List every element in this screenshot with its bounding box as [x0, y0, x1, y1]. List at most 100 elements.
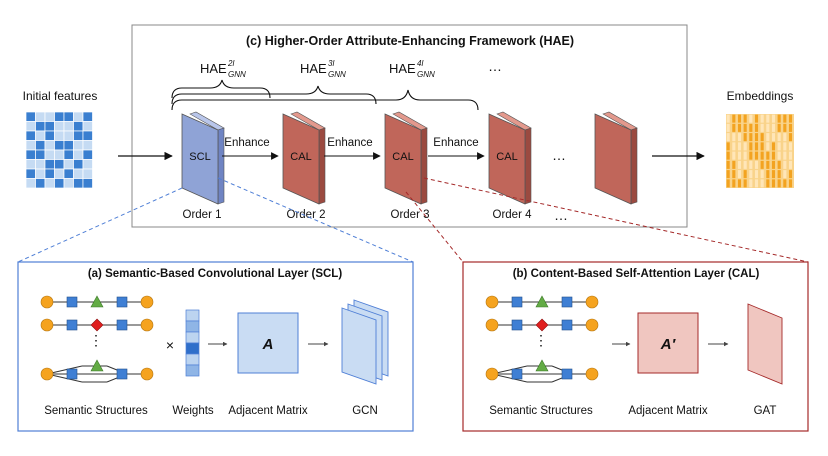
bottom-ellipsis: …: [554, 207, 568, 223]
embedding-cell: [777, 151, 781, 160]
scl-zoom-line-left: [17, 187, 183, 263]
embedding-cell: [766, 114, 770, 123]
feature-cell: [25, 140, 36, 151]
embedding-cell: [760, 179, 764, 188]
embeddings-label: Embeddings: [727, 89, 794, 103]
embedding-cell: [737, 160, 742, 169]
graph-node-circle: [585, 295, 599, 309]
embedding-cell: [743, 170, 747, 179]
feature-cell: [35, 178, 46, 189]
graph-node-square: [66, 319, 78, 331]
embedding-cell: [737, 170, 742, 179]
graph-node-circle: [140, 318, 154, 332]
embedding-cell: [771, 170, 776, 179]
embedding-cell: [766, 179, 770, 188]
embedding-cell: [732, 170, 736, 179]
cal-caption-gat: GAT: [754, 405, 777, 417]
svg-text:2l: 2l: [227, 59, 234, 68]
cal-semantic-structures: [485, 295, 599, 383]
embedding-cell: [732, 133, 736, 142]
cal-caption-semantic-structures: Semantic Structures: [489, 405, 593, 417]
hae-label-1: HAE 2l GNN: [200, 59, 246, 79]
feature-cell: [63, 130, 74, 141]
embedding-cell: [749, 170, 753, 179]
graph-node-circle: [40, 318, 54, 332]
embedding-cell: [783, 151, 787, 160]
embedding-cell: [726, 123, 730, 132]
graph-node-square: [511, 296, 523, 308]
embedding-cell: [777, 114, 781, 123]
scl-caption-gcn: GCN: [352, 405, 378, 417]
feature-cell: [54, 168, 65, 179]
embedding-cell: [777, 133, 781, 142]
embedding-cell: [771, 123, 776, 132]
embedding-cell: [749, 114, 753, 123]
embedding-cell: [732, 160, 736, 169]
embedding-cell: [732, 114, 736, 123]
embedding-cell: [760, 133, 764, 142]
brace-4l: [171, 89, 479, 111]
top-ellipsis: …: [488, 58, 502, 74]
embedding-cell: [771, 160, 776, 169]
embedding-cell: [749, 160, 753, 169]
embedding-cell: [737, 151, 742, 160]
order-4-label: Order 4: [493, 209, 533, 221]
feature-cell: [63, 159, 74, 170]
graph-node-circle: [140, 367, 154, 381]
graph-node-square: [66, 296, 78, 308]
embedding-cell: [777, 170, 781, 179]
cal-caption-adjacent-matrix: Adjacent Matrix: [628, 405, 708, 417]
embedding-cell: [737, 123, 742, 132]
enhance-arrow-2: Enhance: [324, 137, 381, 160]
embedding-cell: [754, 123, 759, 132]
embedding-cell: [760, 160, 764, 169]
embedding-cell: [788, 160, 793, 169]
graph-node-square: [116, 319, 128, 331]
svg-text:CAL: CAL: [392, 151, 413, 163]
feature-cell: [35, 168, 46, 179]
hae-framework-box: [131, 24, 688, 228]
embedding-cell: [760, 142, 764, 151]
embedding-cell: [726, 114, 730, 123]
feature-cell: [54, 130, 65, 141]
cal-zoom-line-right: [423, 177, 809, 263]
embedding-cell: [771, 114, 776, 123]
weights-vector: [185, 309, 200, 377]
feature-cell: [82, 140, 93, 151]
feature-cell: [54, 149, 65, 160]
layer-cal-order-2: CAL: [282, 111, 326, 205]
layer-scl-order-1: SCL: [181, 111, 225, 205]
scl-semantic-structures: [40, 295, 154, 383]
embedding-cell: [743, 123, 747, 132]
feature-cell: [63, 178, 74, 189]
embedding-cell: [788, 179, 793, 188]
svg-text:4l: 4l: [417, 59, 423, 68]
svg-text:SCL: SCL: [189, 151, 210, 163]
embedding-cell: [777, 123, 781, 132]
feature-cell: [73, 149, 84, 160]
hae-label-3: HAE 4l GNN: [389, 59, 435, 79]
embedding-cell: [743, 114, 747, 123]
svg-text:GNN: GNN: [228, 70, 246, 79]
scl-panel: [17, 261, 414, 432]
hae-framework-title: (c) Higher-Order Attribute-Enhancing Fra…: [246, 34, 574, 48]
embedding-cell: [788, 133, 793, 142]
embedding-cell: [737, 133, 742, 142]
feature-cell: [44, 159, 55, 170]
graph-node-square: [116, 368, 128, 380]
embedding-cell: [754, 170, 759, 179]
feature-cell: [44, 168, 55, 179]
svg-text:HAE: HAE: [389, 61, 416, 76]
feature-cell: [73, 121, 84, 132]
embedding-cell: [766, 170, 770, 179]
feature-cell: [82, 159, 93, 170]
embedding-cell: [726, 170, 730, 179]
feature-cell: [73, 111, 84, 122]
graph-node-square: [116, 296, 128, 308]
embedding-cell: [783, 160, 787, 169]
feature-cell: [44, 121, 55, 132]
embedding-cell: [726, 142, 730, 151]
cal-vdots: ⋮: [534, 332, 548, 348]
feature-cell: [63, 149, 74, 160]
